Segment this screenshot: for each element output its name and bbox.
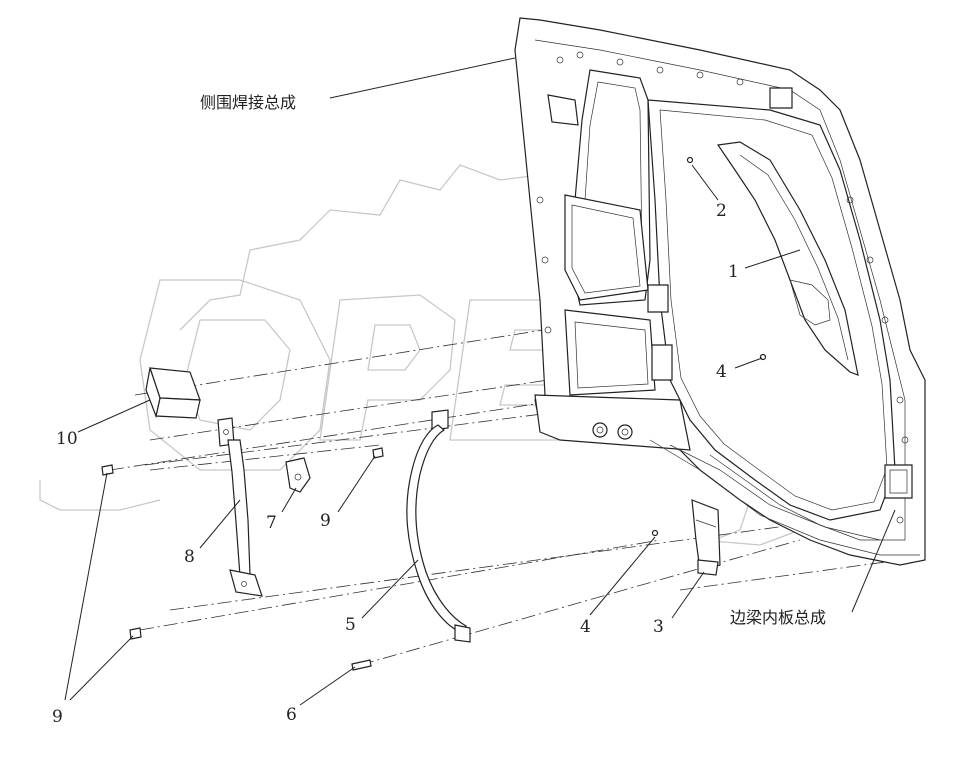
side-frame-assembly [514, 17, 926, 566]
screw-2 [686, 156, 694, 164]
leader-lines [64, 57, 896, 706]
part-7-clip [285, 457, 311, 493]
part-10-pad [145, 367, 201, 419]
label-5: 5 [345, 615, 356, 635]
nut-9-mid [372, 447, 384, 459]
part-3-bracket [691, 499, 721, 576]
label-3: 3 [653, 617, 664, 637]
labels: 侧围焊接总成 2 1 4 10 7 9 8 5 4 3 边梁内板总成 9 6 [52, 93, 826, 727]
bolt-6 [351, 659, 372, 671]
part-8-grab-bar [217, 417, 263, 597]
label-sill-inner: 边梁内板总成 [730, 608, 826, 627]
fasteners [101, 156, 767, 671]
label-7: 7 [266, 513, 277, 533]
label-6: 6 [286, 705, 297, 725]
screw-4-lower [651, 529, 659, 537]
label-4-upper: 4 [716, 362, 727, 382]
label-9-mid: 9 [320, 511, 331, 531]
label-side-frame: 侧围焊接总成 [200, 93, 296, 112]
label-10: 10 [56, 429, 78, 449]
part-5-grab-handle [406, 409, 471, 643]
label-8: 8 [184, 547, 195, 567]
label-9-left: 9 [52, 707, 63, 727]
label-1: 1 [728, 262, 739, 282]
label-4-lower: 4 [580, 617, 591, 637]
part-1-trim-panel [716, 141, 859, 376]
nut-9-left [101, 464, 114, 476]
label-2: 2 [716, 201, 727, 221]
